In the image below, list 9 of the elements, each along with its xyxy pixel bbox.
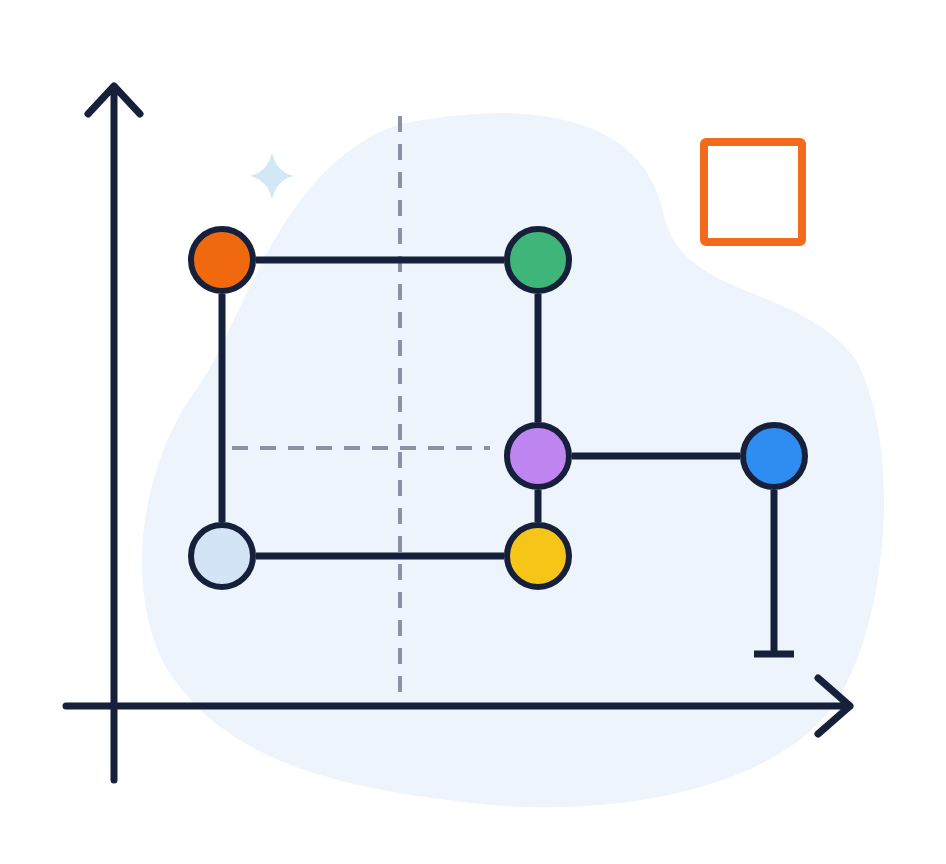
connector-line [534,490,542,522]
connector-line [256,256,504,264]
square-outline [700,138,806,246]
connector-line [256,552,504,560]
connector-line [218,294,226,522]
circle-node [188,226,256,294]
connector-line [572,452,740,460]
connector-line [534,294,542,422]
connector-line [750,490,798,658]
